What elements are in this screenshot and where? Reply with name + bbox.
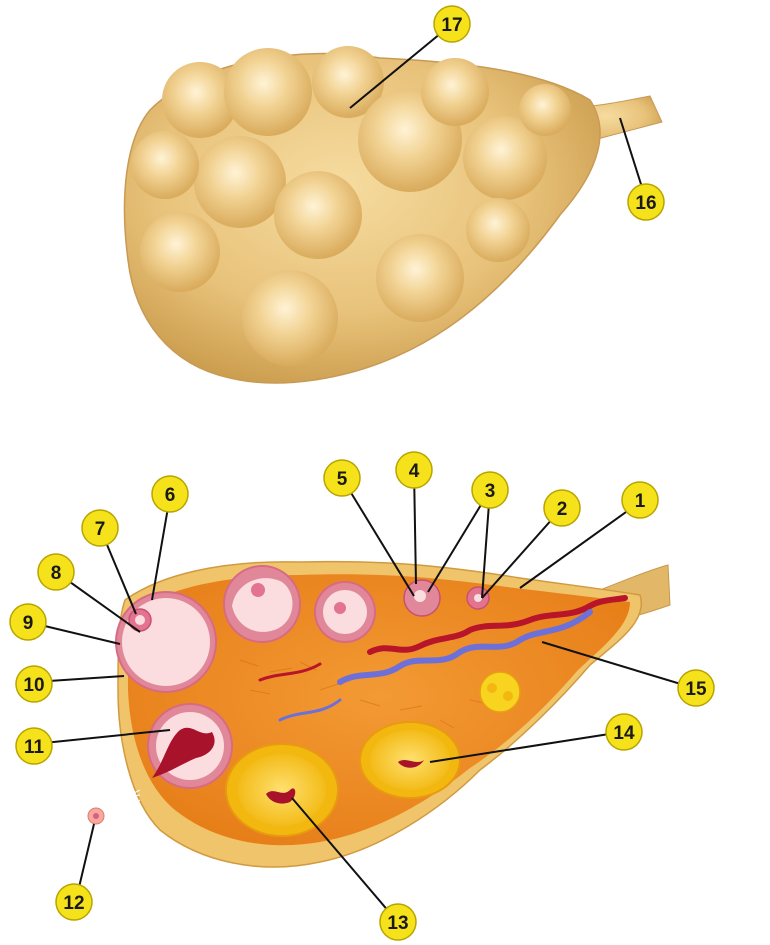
label-4: 4 [395, 451, 433, 489]
stroma-texture [239, 659, 517, 729]
svg-text:5: 5 [337, 469, 348, 490]
svg-text:16: 16 [635, 193, 656, 214]
label-14: 14 [605, 713, 643, 751]
label-9: 9 [9, 603, 47, 641]
label-10: 10 [15, 665, 53, 703]
svg-text:14: 14 [613, 723, 635, 744]
label-6: 6 [151, 475, 189, 513]
corpus-luteum [225, 743, 339, 837]
graafian-follicle [115, 591, 217, 693]
svg-text:8: 8 [51, 563, 62, 584]
label-13: 13 [379, 903, 417, 941]
label-12: 12 [55, 883, 93, 921]
svg-text:15: 15 [685, 679, 707, 700]
label-2: 2 [543, 489, 581, 527]
ruptured-follicle [147, 703, 233, 789]
corpus-albicans [479, 671, 521, 713]
label-17: 17 [433, 5, 471, 43]
label-8: 8 [37, 553, 75, 591]
svg-text:12: 12 [63, 893, 84, 914]
label-1: 1 [621, 481, 659, 519]
svg-text:1: 1 [635, 491, 646, 512]
leader-lines [27, 23, 695, 921]
primary-follicle [403, 579, 441, 617]
label-11: 11 [15, 727, 53, 765]
label-5: 5 [323, 459, 361, 497]
svg-text:6: 6 [165, 485, 176, 506]
label-15: 15 [677, 669, 715, 707]
mature-corpus-luteum [359, 721, 461, 799]
svg-text:11: 11 [24, 737, 45, 758]
ovulated-oocyte [87, 789, 141, 825]
ovary-exterior-view [123, 46, 663, 384]
follicle-bumps [131, 46, 571, 366]
label-16: 16 [627, 183, 665, 221]
svg-text:7: 7 [95, 519, 106, 540]
svg-text:4: 4 [409, 461, 420, 482]
svg-text:10: 10 [23, 675, 44, 696]
svg-text:13: 13 [387, 913, 408, 934]
svg-text:9: 9 [23, 613, 34, 634]
label-3: 3 [471, 471, 509, 509]
ovary-cross-section [87, 560, 671, 868]
svg-text:17: 17 [441, 15, 462, 36]
secondary-follicle [314, 581, 376, 643]
label-7: 7 [81, 509, 119, 547]
svg-text:3: 3 [485, 481, 496, 502]
label-badges: 17 16 1 2 3 4 5 6 [9, 5, 715, 941]
svg-text:2: 2 [557, 499, 568, 520]
antral-follicle [223, 565, 301, 643]
primordial-follicle [466, 586, 490, 610]
blood-vessels [258, 595, 628, 722]
